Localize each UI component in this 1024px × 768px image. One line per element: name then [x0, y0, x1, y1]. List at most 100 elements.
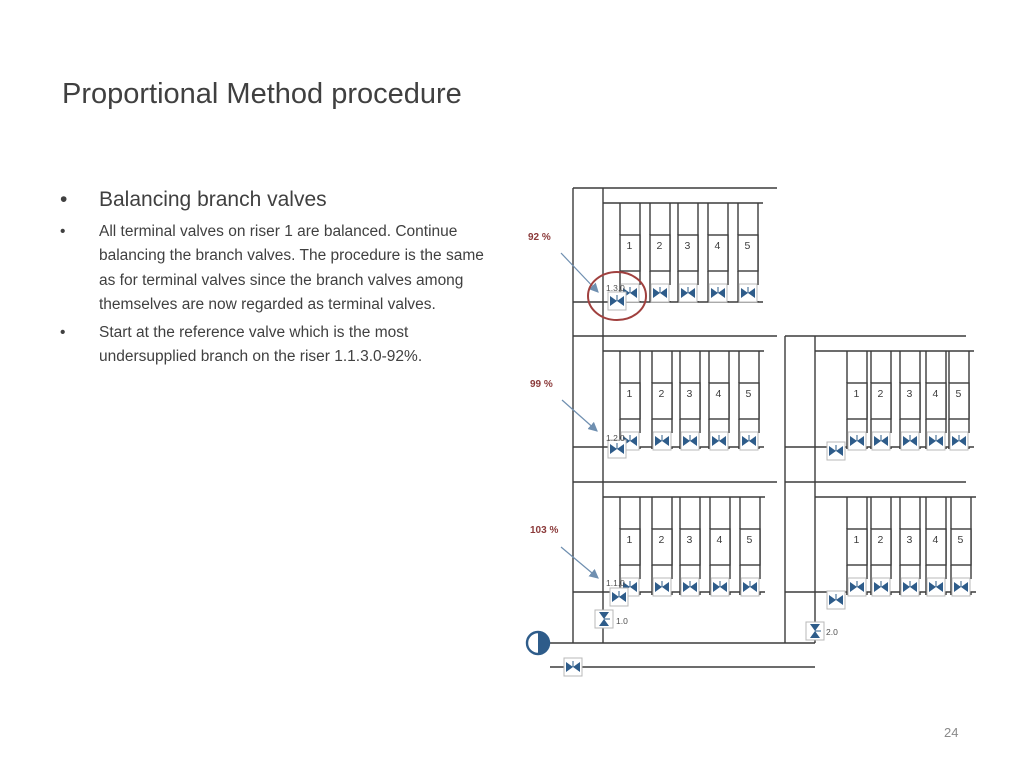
valve-icon: [607, 291, 627, 311]
valve-icon: [594, 609, 614, 629]
valve-label: 1.0: [616, 616, 628, 626]
valve-icon: [739, 431, 759, 451]
valve-icon: [949, 431, 969, 451]
terminal-unit: [707, 234, 729, 272]
page-number: 24: [944, 725, 959, 740]
unit-label: 3: [685, 240, 691, 252]
unit-label: 3: [907, 388, 913, 400]
terminal-unit: [679, 382, 701, 420]
terminal-unit: [619, 234, 641, 272]
valve-label: 2.0: [826, 627, 838, 637]
valve-icon: [926, 431, 946, 451]
terminal-unit: [738, 382, 760, 420]
unit-label: 5: [747, 534, 753, 546]
unit-label: 2: [657, 240, 663, 252]
unit-label: 2: [878, 388, 884, 400]
valve-icon: [607, 439, 627, 459]
percent-label: 92 %: [528, 232, 551, 243]
heading-bullet: • Balancing branch valves: [60, 186, 500, 214]
valve-icon: [826, 590, 846, 610]
unit-label: 3: [687, 534, 693, 546]
highlight-circle: [587, 271, 647, 321]
arrow-icon: [560, 252, 599, 293]
valve-icon: [609, 587, 629, 607]
unit-label: 4: [933, 388, 939, 400]
valve-icon: [650, 283, 670, 303]
arrow-icon: [561, 399, 598, 432]
unit-label: 4: [716, 388, 722, 400]
unit-label: 1: [627, 240, 633, 252]
unit-label: 4: [717, 534, 723, 546]
arrow-icon: [560, 546, 599, 579]
valve-icon: [652, 577, 672, 597]
bullet-marker: •: [60, 188, 68, 211]
valve-icon: [900, 431, 920, 451]
valve-label: 1.1.0: [606, 578, 625, 588]
terminal-unit: [870, 528, 892, 566]
unit-label: 5: [956, 388, 962, 400]
valve-icon: [951, 577, 971, 597]
valve-icon: [871, 577, 891, 597]
unit-label: 3: [687, 388, 693, 400]
valve-icon: [709, 431, 729, 451]
valve-icon: [738, 283, 758, 303]
terminal-unit: [708, 382, 730, 420]
terminal-unit: [709, 528, 731, 566]
valve-icon: [900, 577, 920, 597]
heading-bullet-text: Balancing branch valves: [99, 188, 327, 211]
unit-label: 1: [854, 534, 860, 546]
unit-label: 5: [958, 534, 964, 546]
valve-icon: [563, 657, 583, 677]
terminal-unit: [950, 528, 972, 566]
terminal-unit: [899, 528, 921, 566]
unit-label: 4: [933, 534, 939, 546]
valve-label: 1.3.0: [606, 283, 625, 293]
slide-title: Proportional Method procedure: [62, 78, 462, 110]
valve-icon: [826, 441, 846, 461]
valve-icon: [710, 577, 730, 597]
unit-label: 1: [627, 388, 633, 400]
valve-icon: [847, 577, 867, 597]
bullet-text: All terminal valves on riser 1 are balan…: [99, 223, 484, 313]
unit-label: 4: [715, 240, 721, 252]
terminal-unit: [948, 382, 970, 420]
terminal-unit: [737, 234, 759, 272]
valve-icon: [652, 431, 672, 451]
terminal-unit: [651, 528, 673, 566]
terminal-unit: [739, 528, 761, 566]
terminal-unit: [925, 528, 947, 566]
terminal-unit: [677, 234, 699, 272]
bullet-marker: •: [60, 324, 66, 342]
valve-icon: [678, 283, 698, 303]
valve-icon: [926, 577, 946, 597]
terminal-unit: [651, 382, 673, 420]
valve-icon: [680, 431, 700, 451]
unit-label: 1: [627, 534, 633, 546]
terminal-unit: [899, 382, 921, 420]
unit-label: 1: [854, 388, 860, 400]
percent-label: 103 %: [530, 525, 558, 536]
terminal-unit: [679, 528, 701, 566]
terminal-unit: [846, 528, 868, 566]
unit-label: 2: [659, 534, 665, 546]
bullet-item: • Start at the reference valve which is …: [60, 321, 500, 370]
valve-label: 1.2.0: [606, 433, 625, 443]
unit-label: 3: [907, 534, 913, 546]
terminal-unit: [870, 382, 892, 420]
unit-label: 5: [745, 240, 751, 252]
bullet-item: • All terminal valves on riser 1 are bal…: [60, 220, 500, 317]
unit-label: 5: [746, 388, 752, 400]
pump-icon: [525, 630, 551, 656]
valve-icon: [740, 577, 760, 597]
bullet-list: • All terminal valves on riser 1 are bal…: [60, 220, 500, 374]
valve-icon: [680, 577, 700, 597]
valve-icon: [847, 431, 867, 451]
terminal-unit: [925, 382, 947, 420]
terminal-unit: [846, 382, 868, 420]
terminal-unit: [619, 382, 641, 420]
unit-label: 2: [878, 534, 884, 546]
bullet-text: Start at the reference valve which is th…: [99, 324, 423, 366]
bullet-marker: •: [60, 223, 66, 240]
valve-icon: [708, 283, 728, 303]
